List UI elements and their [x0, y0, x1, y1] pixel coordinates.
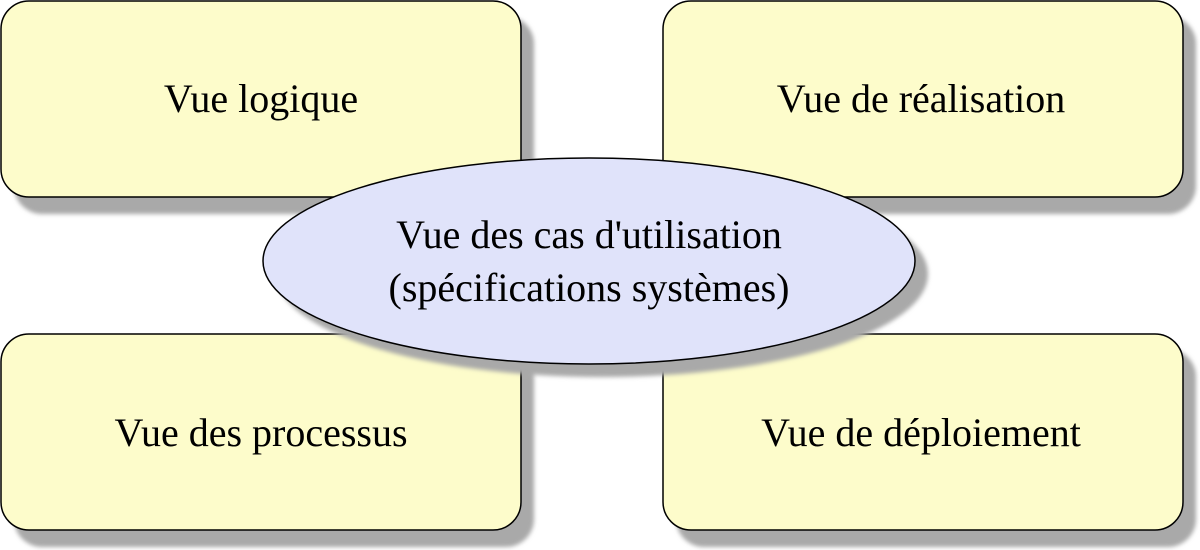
box-implementation-view	[662, 0, 1184, 198]
use-case-view-ellipse	[262, 157, 916, 365]
label-use-case-view: Vue des cas d'utilisation	[396, 212, 782, 257]
label-process-view: Vue des processus	[114, 410, 407, 455]
label-system-specifications: (spécifications systèmes)	[389, 265, 790, 310]
box-deployment-view	[662, 333, 1184, 531]
box-logical-view	[0, 0, 522, 198]
label-deployment-view: Vue de déploiement	[761, 410, 1081, 455]
label-implementation-view: Vue de réalisation	[777, 76, 1066, 121]
box-process-view	[0, 333, 522, 531]
label-logical-view: Vue logique	[164, 76, 358, 121]
